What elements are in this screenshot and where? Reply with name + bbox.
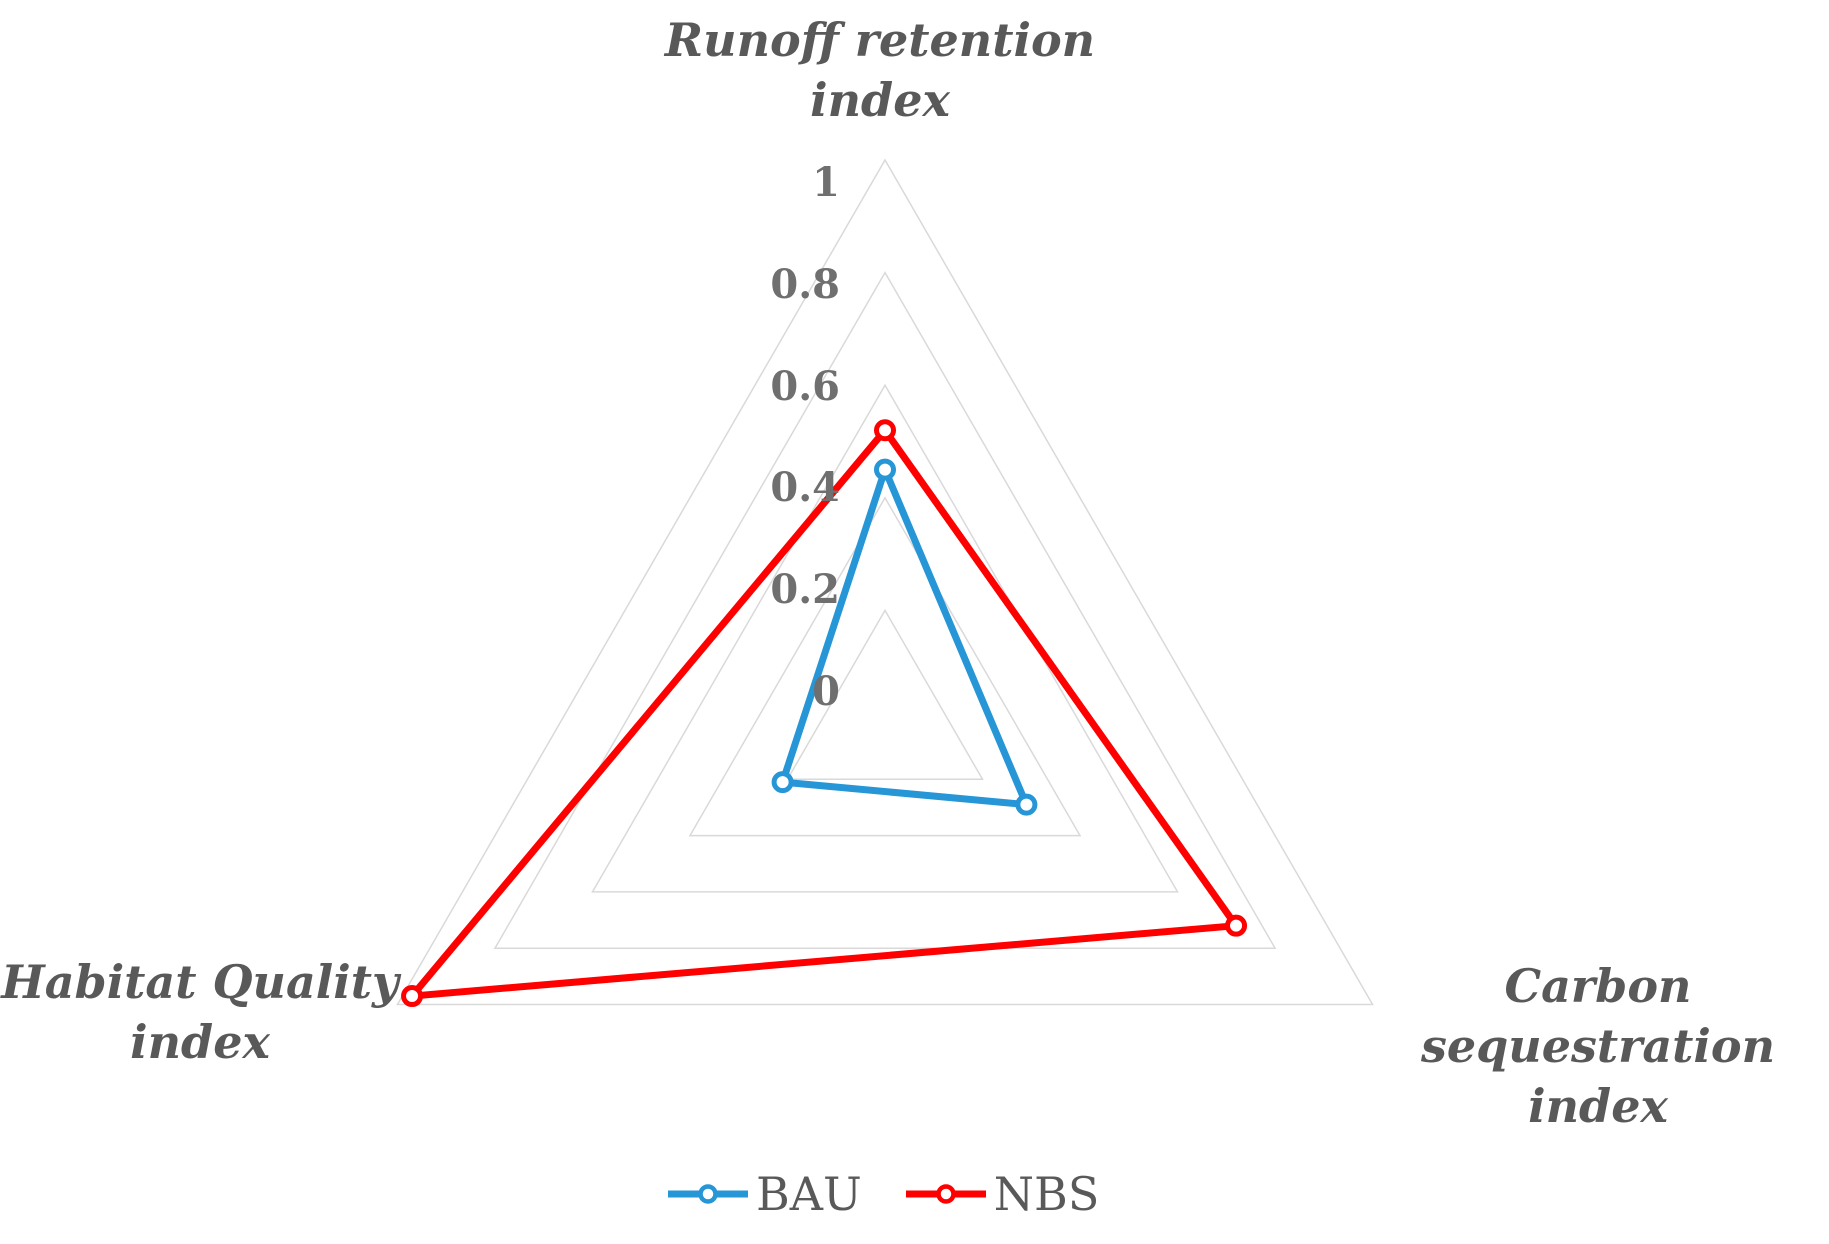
grid-ring-1 (396, 158, 1374, 1006)
legend-label-nbs: NBS (993, 1167, 1100, 1221)
data-point-bau-carbon (1015, 793, 1038, 816)
data-point-bau-habitat (771, 771, 794, 794)
legend-marker-bau (668, 1184, 748, 1204)
data-point-nbs-carbon (1225, 914, 1248, 937)
data-point-bau-runoff (874, 458, 896, 481)
tick-label-0.2: 0.2 (770, 566, 840, 614)
tick-label-0.8: 0.8 (770, 260, 840, 308)
axis-label-habitat-quality-index: Habitat Quality index (1, 955, 399, 1069)
grid-ring-0.8 (493, 271, 1277, 949)
series-line-bau (779, 466, 1030, 809)
tick-label-0: 0 (812, 668, 840, 715)
data-point-nbs-runoff (874, 419, 896, 442)
axis-label-runoff-retention-index: Runoff retention index (664, 13, 1096, 127)
series-line-nbs (408, 426, 1240, 1000)
grid-ring-0.2 (786, 608, 984, 781)
tick-label-0.4: 0.4 (770, 464, 840, 512)
tick-label-0.6: 0.6 (770, 362, 840, 410)
tick-label-1: 1 (812, 159, 840, 206)
legend-item-bau: BAU (666, 1166, 862, 1222)
data-point-nbs-habitat (401, 985, 424, 1008)
axis-label-carbon-sequestration-index: Carbon sequestration index (1420, 959, 1776, 1133)
legend-item-nbs: NBS (904, 1166, 1100, 1222)
chart-legend: BAU NBS (666, 1166, 1099, 1222)
legend-label-bau: BAU (756, 1167, 862, 1221)
legend-marker-nbs (905, 1184, 986, 1204)
grid-ring-0.4 (688, 496, 1082, 837)
